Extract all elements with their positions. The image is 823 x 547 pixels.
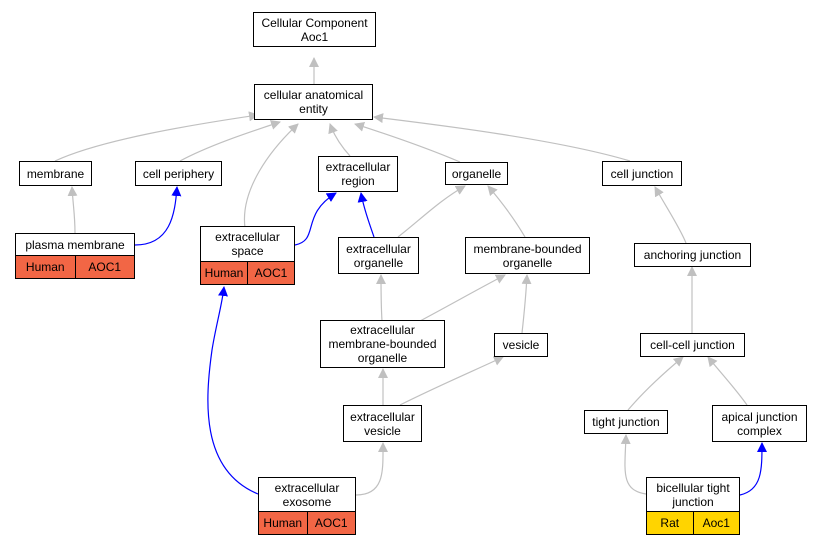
edge-plasmamembrane-cellperiphery [134, 186, 182, 246]
node-cell-periphery[interactable]: cell periphery [135, 161, 222, 186]
edge-ecmbo-mbo [419, 274, 506, 322]
node-cell-junction[interactable]: cell junction [602, 161, 682, 186]
gene-badge: AOC1 [74, 256, 134, 278]
node-membrane[interactable]: membrane [19, 161, 92, 186]
node-cell-cell-junction[interactable]: cell-cell junction [640, 333, 745, 357]
edge-ecmbo-ecorganelle [376, 274, 387, 322]
node-apical-junction-complex[interactable]: apical junction complex [712, 405, 807, 442]
node-label: tight junction [592, 415, 660, 429]
edge-ecspace-cae [243, 123, 299, 229]
node-extracellular-membrane-bounded-organelle[interactable]: extracellular membrane-bounded organelle [320, 320, 445, 368]
species-badge: Rat [647, 512, 693, 534]
edge-cellperiphery-cae [179, 120, 281, 162]
node-label: cell junction [610, 166, 674, 181]
species-badge: Human [201, 262, 247, 284]
node-label: extracellular membrane-bounded organelle [328, 323, 437, 365]
node-bicellular-tight-junction[interactable]: bicellular tight junction Rat Aoc1 [646, 477, 740, 535]
node-label: extracellular space [215, 230, 280, 258]
edge-exosome-ecvesicle [355, 442, 389, 496]
node-label: apical junction complex [721, 409, 798, 438]
edge-mbo-organelle [487, 185, 526, 238]
node-extracellular-vesicle[interactable]: extracellular vesicle [343, 405, 422, 442]
node-label: membrane [26, 166, 85, 181]
edge-bicellular-apical [739, 442, 767, 496]
node-label: anchoring junction [643, 248, 742, 262]
node-extracellular-space[interactable]: extracellular space Human AOC1 [200, 226, 295, 285]
edge-plasmamembrane-membrane [67, 186, 78, 234]
node-plasma-membrane[interactable]: plasma membrane Human AOC1 [15, 233, 135, 279]
node-organelle[interactable]: organelle [445, 162, 508, 185]
node-label: cell-cell junction [650, 338, 735, 352]
edge-bicellular-tight [620, 434, 647, 495]
node-extracellular-organelle[interactable]: extracellular organelle [338, 237, 419, 274]
gene-badge: AOC1 [247, 262, 294, 284]
node-label: extracellular organelle [346, 241, 411, 270]
node-label: cellular anatomical entity [263, 88, 364, 116]
annotation-row: Human AOC1 [259, 511, 355, 534]
node-extracellular-exosome[interactable]: extracellular exosome Human AOC1 [258, 477, 356, 535]
edge-anchoring-celljunction [654, 186, 687, 244]
edge-celljunction-cae [373, 113, 631, 162]
edge-ecorganelle-ecregion [357, 192, 375, 238]
node-label: vesicle [502, 338, 540, 352]
edge-vesicle-mbo [521, 274, 532, 334]
node-anchoring-junction[interactable]: anchoring junction [634, 243, 751, 267]
annotation-row: Human AOC1 [201, 261, 294, 284]
species-badge: Human [16, 256, 75, 278]
edge-membrane-cae [54, 111, 259, 162]
edge-ecregion-cae [328, 123, 351, 157]
edge-ecvesicle-vesicle [399, 356, 504, 406]
annotation-row: Human AOC1 [16, 255, 134, 278]
node-vesicle[interactable]: vesicle [494, 333, 548, 357]
node-cellular-anatomical-entity[interactable]: cellular anatomical entity [254, 84, 373, 120]
node-tight-junction[interactable]: tight junction [584, 410, 668, 434]
gene-badge: Aoc1 [692, 512, 739, 534]
node-membrane-bounded-organelle[interactable]: membrane-bounded organelle [465, 237, 590, 274]
node-label: extracellular exosome [274, 480, 340, 509]
species-badge: Human [259, 512, 307, 534]
node-extracellular-region[interactable]: extracellular region [318, 156, 398, 192]
node-label: membrane-bounded organelle [473, 241, 582, 270]
edge-exosome-ecspace [207, 286, 259, 495]
edge-apical-celljunction [707, 356, 748, 406]
node-label: extracellular vesicle [350, 409, 415, 438]
edge-tight-celljunction [627, 356, 684, 411]
node-cellular-component-root[interactable]: Cellular Component Aoc1 [253, 12, 376, 47]
node-label: cell periphery [142, 166, 215, 181]
gene-badge: AOC1 [306, 512, 355, 534]
edge-organelle-cae [354, 121, 461, 163]
node-label: organelle [451, 166, 502, 181]
edge-ecspace-ecregion [294, 192, 337, 246]
node-label: bicellular tight junction [656, 480, 730, 509]
node-label: Cellular Component Aoc1 [261, 15, 368, 44]
node-label: plasma membrane [25, 237, 125, 252]
node-label: extracellular region [325, 160, 391, 188]
edge-ecorganelle-organelle [397, 185, 466, 238]
annotation-row: Rat Aoc1 [647, 511, 739, 534]
